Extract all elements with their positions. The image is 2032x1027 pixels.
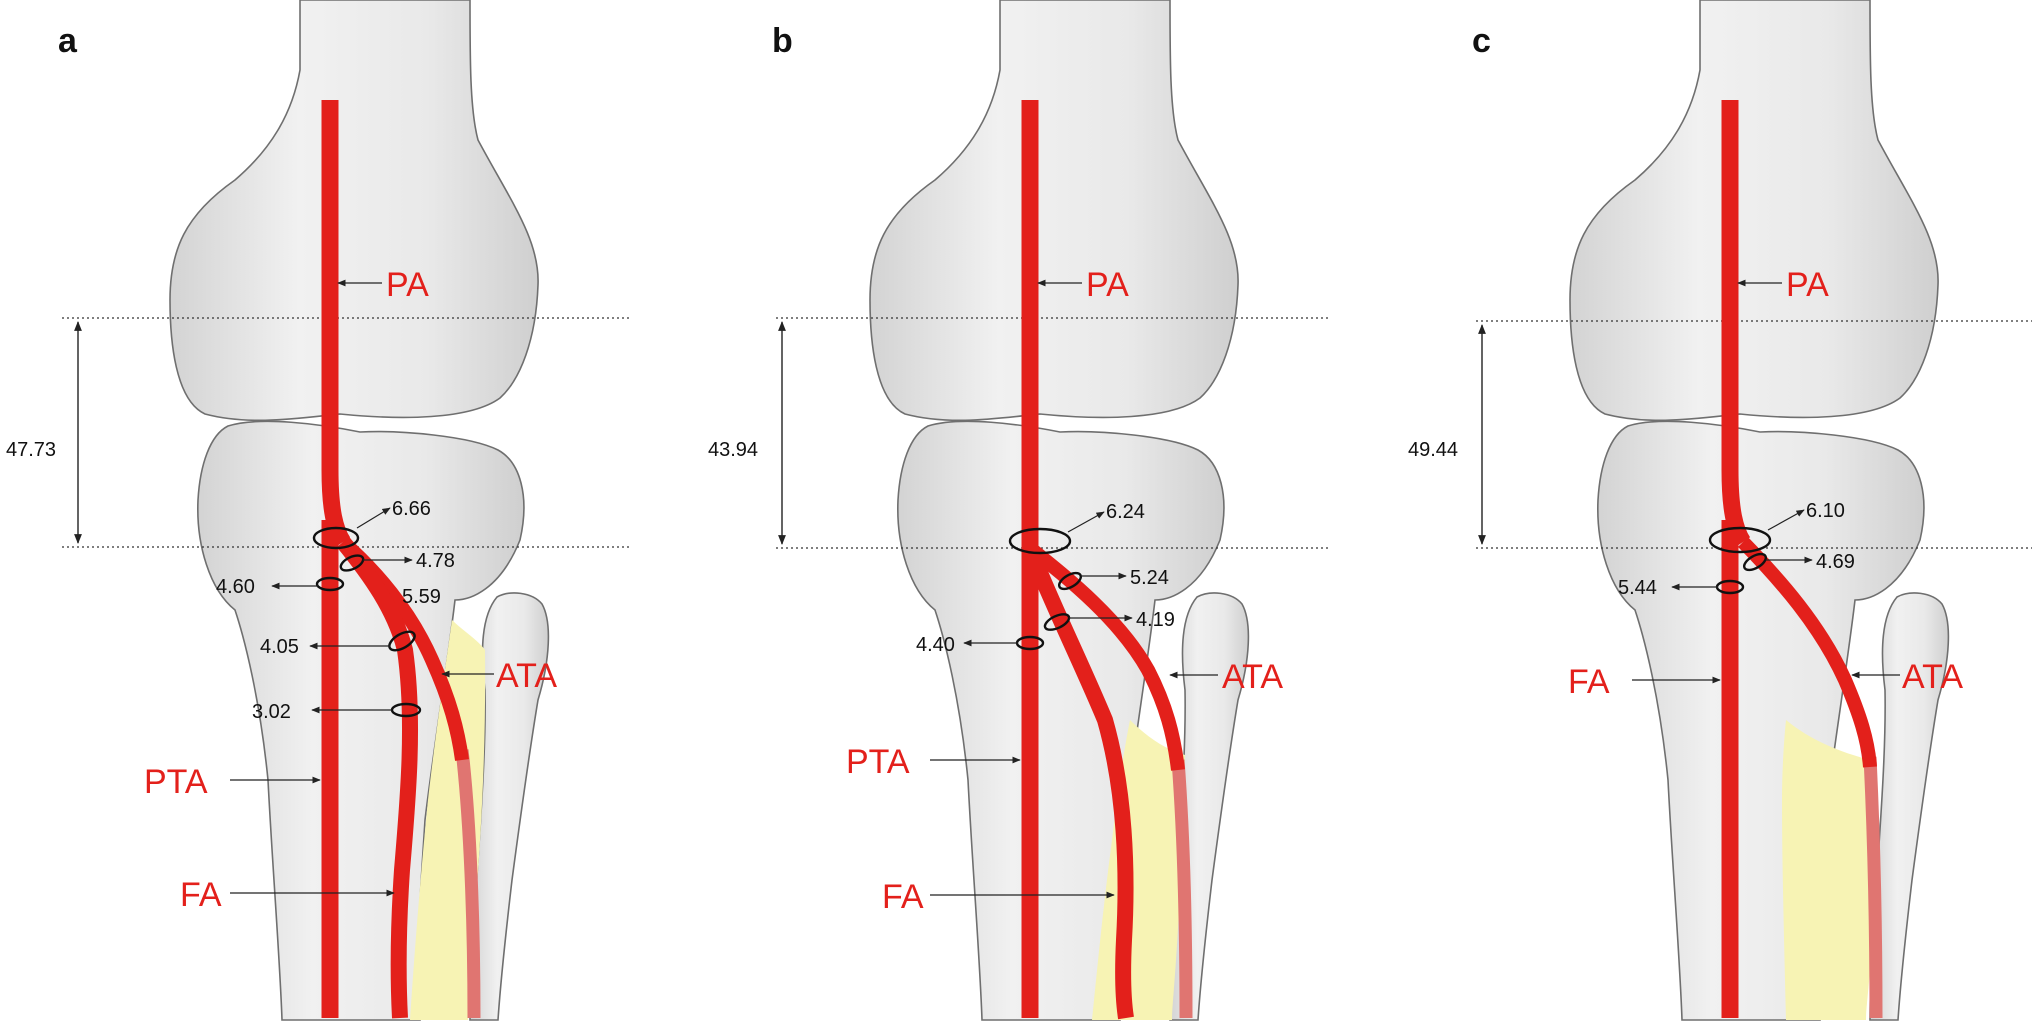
diameter-ring-1 — [1708, 526, 1772, 554]
diameter-label: 4.78 — [416, 550, 455, 572]
fa-label: FA — [1568, 663, 1610, 701]
leader-6-24 — [1067, 511, 1105, 533]
femur — [1569, 0, 1939, 422]
femur — [169, 0, 539, 422]
diameter-ring-4 — [388, 630, 416, 652]
anterior-tibial-artery-distal — [455, 749, 481, 1019]
ata-label: ATA — [1902, 658, 1963, 696]
diameter-label: 6.24 — [1106, 501, 1145, 523]
pa-label: PA — [1786, 266, 1829, 304]
diameter-ring-3 — [1043, 613, 1071, 631]
panel-letter: b — [772, 22, 793, 60]
diameter-label: 3.02 — [252, 701, 291, 723]
diameter-ring-1 — [1008, 527, 1072, 555]
diameter-label: 5.44 — [1618, 577, 1657, 599]
diameter-label: 4.40 — [916, 634, 955, 656]
distance-label: 49.44 — [1408, 439, 1458, 461]
diameter-ring-3 — [315, 576, 345, 592]
fibular-artery — [1022, 545, 1134, 1020]
interosseous-membrane — [1092, 720, 1185, 1020]
panel-letter: a — [58, 22, 78, 60]
distance-label: 47.73 — [6, 439, 56, 461]
panel-c-bones — [1569, 0, 1950, 1021]
diameter-ring-2 — [339, 554, 365, 572]
femur — [869, 0, 1239, 422]
diameter-label: 5.59 — [402, 586, 441, 608]
diameter-label: 6.66 — [392, 498, 431, 520]
pta-label: PTA — [144, 763, 208, 801]
pa-label: PA — [386, 266, 429, 304]
fibular-artery — [336, 536, 418, 1019]
panel-b: 43.94 6.24 5.24 4.19 4.40 PA ATA PTA FA … — [708, 0, 1330, 1021]
ata-label: ATA — [496, 657, 557, 695]
posterior-tibial-artery — [321, 100, 351, 547]
panel-c: 49.44 6.10 4.69 5.44 PA ATA FA c — [1408, 0, 2032, 1021]
anterior-tibial-artery-distal — [1863, 756, 1883, 1019]
ata-label: ATA — [1222, 658, 1283, 696]
popliteal-artery-stem — [1721, 100, 1751, 547]
fa-label: FA — [180, 876, 222, 914]
pa-label: PA — [1086, 266, 1129, 304]
diameter-ring-2 — [1742, 552, 1768, 572]
diameter-label: 6.10 — [1806, 500, 1845, 522]
fibula — [469, 592, 550, 1021]
leader-6-10 — [1767, 509, 1805, 531]
diameter-label: 4.19 — [1136, 609, 1175, 631]
leader-6-66 — [356, 507, 391, 529]
diameter-label: 5.24 — [1130, 567, 1169, 589]
diameter-label: 4.05 — [260, 636, 299, 658]
distance-label: 43.94 — [708, 439, 758, 461]
pta-label: PTA — [846, 743, 910, 781]
panel-b-bones — [869, 0, 1250, 1021]
panel-a: 47.73 6.66 4.78 4.60 5.59 4.05 3.02 PA A… — [6, 0, 630, 1021]
diameter-label: 4.60 — [216, 576, 255, 598]
diameter-ring-1 — [312, 526, 360, 550]
diameter-label: 4.69 — [1816, 551, 1855, 573]
anterior-tibial-artery-distal — [1171, 759, 1193, 1019]
anterior-tibial-artery — [1737, 537, 1877, 768]
diameter-ring-2 — [1057, 571, 1083, 591]
panel-c-arteries — [1721, 100, 1883, 1019]
panel-a-arteries — [321, 100, 481, 1019]
panel-a-bones — [169, 0, 550, 1021]
fibula — [1869, 592, 1950, 1021]
interosseous-membrane — [1782, 720, 1873, 1020]
fa-label: FA — [882, 878, 924, 916]
panel-letter: c — [1472, 22, 1491, 60]
